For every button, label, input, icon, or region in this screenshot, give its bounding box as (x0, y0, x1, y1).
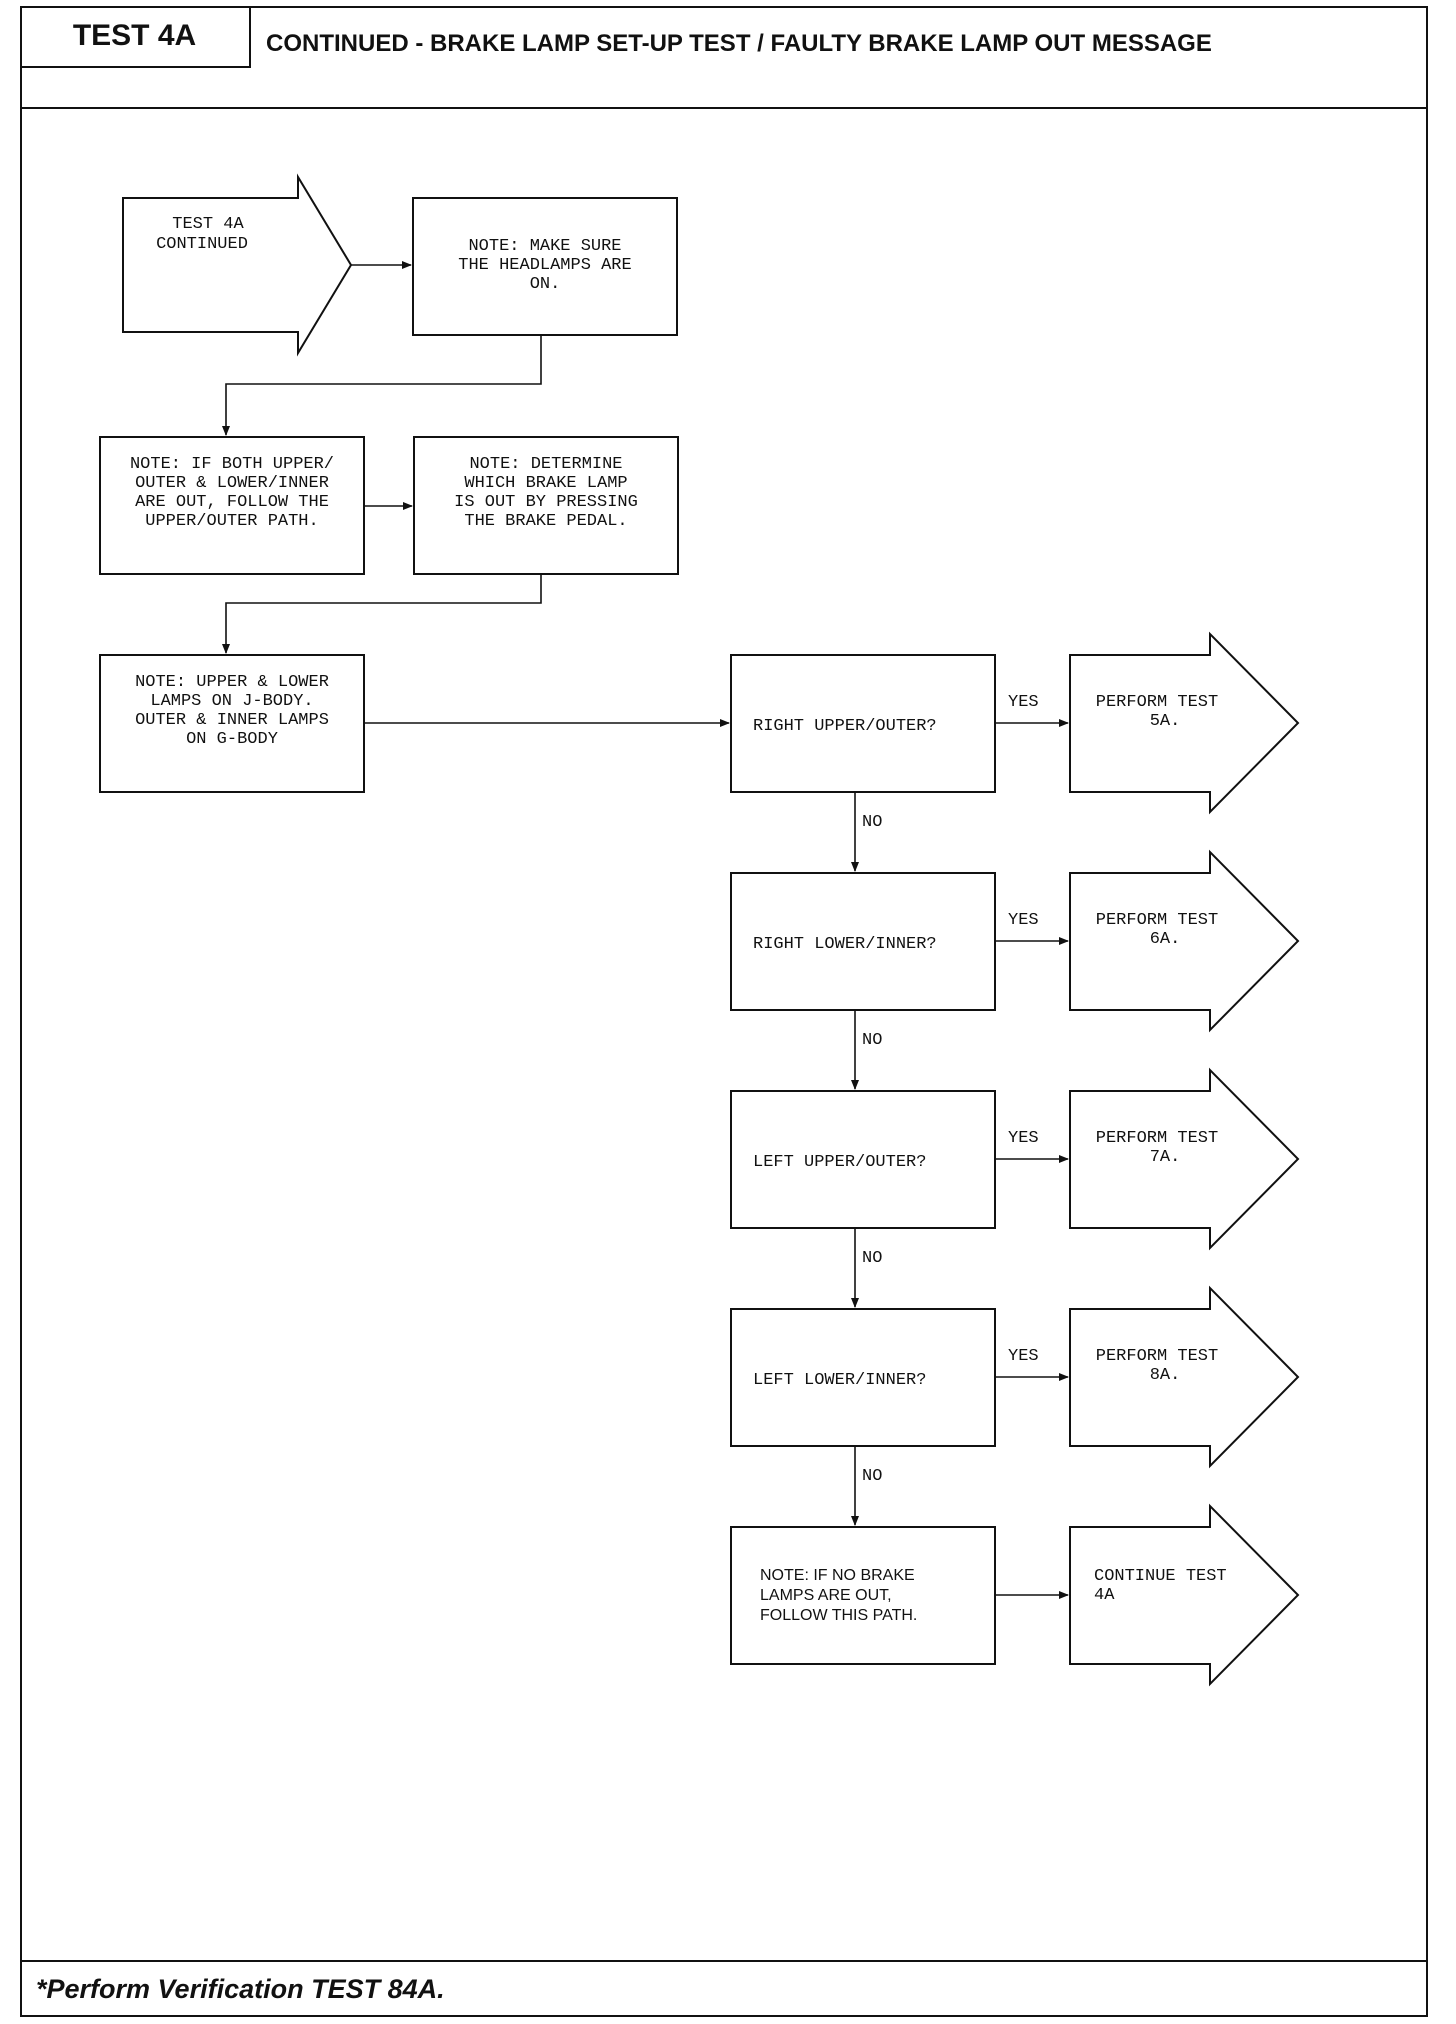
page-title: CONTINUED - BRAKE LAMP SET-UP TEST / FAU… (266, 30, 1212, 57)
action-3-line-1: PERFORM TEST (1096, 1129, 1218, 1148)
note-bodies-line-2: LAMPS ON J-BODY. (150, 692, 313, 711)
svg-text:NOTE: IF BOTH UPPER/OUTER & LO: NOTE: IF BOTH UPPER/OUTER & LOWER/INNERA… (130, 455, 334, 531)
action-arrow-shape-1 (1069, 631, 1300, 815)
yes-label-3: YES (1008, 1129, 1039, 1148)
note-none-out-line-3: FOLLOW THIS PATH. (760, 1607, 917, 1624)
no-label-4: NO (862, 1467, 882, 1486)
no-label-1: NO (862, 813, 882, 832)
footer-note: *Perform Verification TEST 84A. (36, 1974, 445, 2004)
note-headlamps-box (412, 197, 678, 336)
connector-headlamps-to-both (222, 335, 542, 436)
page-border (20, 6, 1428, 2017)
note-determine-line-1: NOTE: DETERMINE (469, 455, 622, 474)
note-determine-line-4: THE BRAKE PEDAL. (464, 512, 627, 531)
note-bodies-line-3: OUTER & INNER LAMPS (135, 711, 329, 730)
decision-question-4: LEFT LOWER/INNER? (753, 1371, 926, 1390)
start-line-2: CONTINUED (156, 235, 248, 254)
connector-determine-to-bodies (222, 574, 542, 654)
no-label-3: NO (862, 1249, 882, 1268)
no-label-2: NO (862, 1031, 882, 1050)
decision-question-2: RIGHT LOWER/INNER? (753, 935, 937, 954)
action-arrow-shape-2 (1069, 849, 1300, 1033)
test-id-label: TEST 4A (20, 6, 251, 68)
action-2-line-2: 6A. (1150, 930, 1181, 949)
note-headlamps-line-1: NOTE: MAKE SURE (468, 237, 621, 256)
action-arrow-shape-3 (1069, 1067, 1300, 1251)
note-headlamps-line-3: ON. (530, 275, 561, 294)
decision-question-1: RIGHT UPPER/OUTER? (753, 717, 937, 736)
footer-divider (20, 1960, 1428, 1962)
action-1-line-1: PERFORM TEST (1096, 693, 1218, 712)
action-arrow-shape-4 (1069, 1285, 1300, 1469)
action-4-line-1: PERFORM TEST (1096, 1347, 1218, 1366)
note-none-out-line-2: LAMPS ARE OUT, (760, 1587, 892, 1604)
note-bodies-line-1: NOTE: UPPER & LOWER (135, 673, 329, 692)
yes-label-1: YES (1008, 693, 1039, 712)
start-line-1: TEST 4A (172, 215, 244, 234)
action-2-line-1: PERFORM TEST (1096, 911, 1218, 930)
note-bodies-line-4: ON G-BODY (186, 730, 278, 749)
header-divider (20, 107, 1428, 109)
action-1-line-2: 5A. (1150, 712, 1181, 731)
note-both-out-line-1: NOTE: IF BOTH UPPER/ (130, 455, 334, 474)
note-none-out-line-1: NOTE: IF NO BRAKE (760, 1567, 915, 1584)
action-3-line-2: 7A. (1150, 1148, 1181, 1167)
yes-label-2: YES (1008, 911, 1039, 930)
note-determine-box (413, 436, 679, 575)
note-determine-line-3: IS OUT BY PRESSING (454, 493, 638, 512)
note-both-out-line-4: UPPER/OUTER PATH. (145, 512, 318, 531)
note-headlamps-line-2: THE HEADLAMPS ARE (458, 256, 631, 275)
note-both-out-line-2: OUTER & LOWER/INNER (135, 474, 329, 493)
yes-label-4: YES (1008, 1347, 1039, 1366)
action-arrow-shape-5 (1069, 1503, 1300, 1687)
action-4-line-2: 8A. (1150, 1366, 1181, 1385)
decision-question-3: LEFT UPPER/OUTER? (753, 1153, 926, 1172)
note-determine-line-2: WHICH BRAKE LAMP (464, 474, 627, 493)
final-action-line-2: 4A (1094, 1586, 1115, 1605)
start-arrow-shape (122, 173, 353, 357)
note-both-out-line-3: ARE OUT, FOLLOW THE (135, 493, 329, 512)
final-action-line-1: CONTINUE TEST (1094, 1567, 1227, 1586)
